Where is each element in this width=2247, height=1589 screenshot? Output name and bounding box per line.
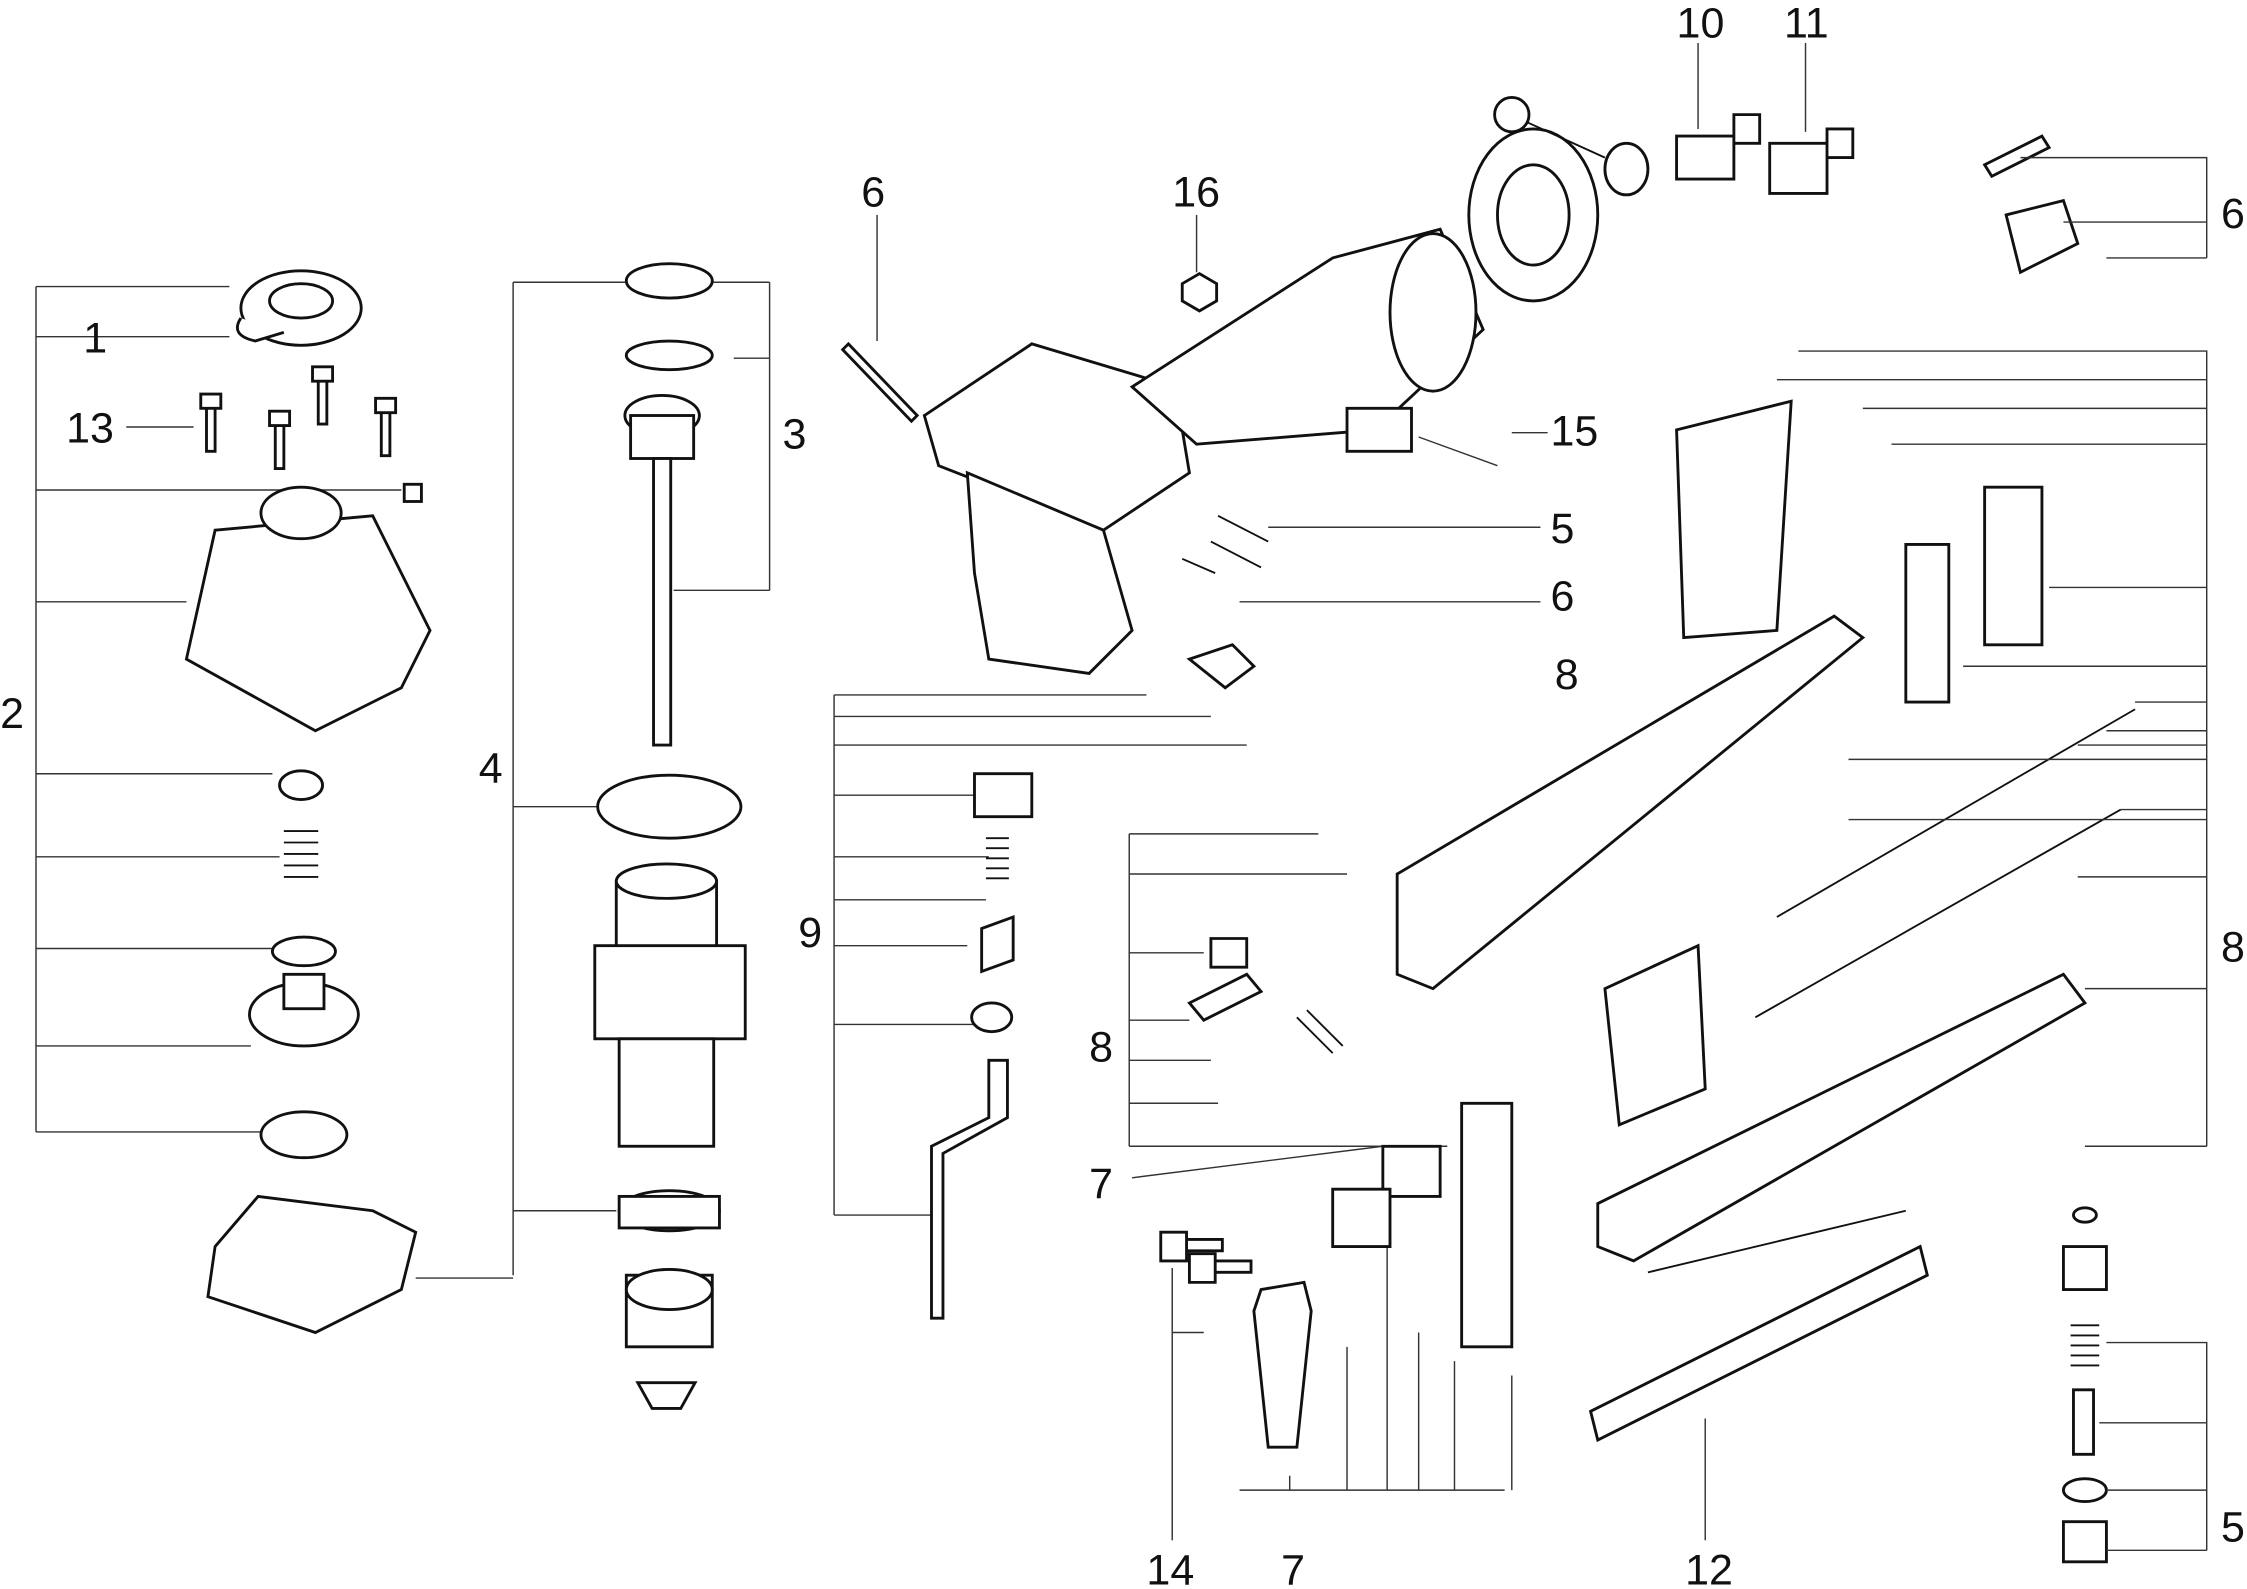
callout-12: 12	[1685, 1547, 1733, 1589]
callout-14: 14	[1146, 1547, 1194, 1589]
callout-5: 5	[1550, 505, 1574, 553]
callout-1: 1	[83, 314, 107, 362]
part-16-nut	[1180, 214, 1219, 313]
group-2-bracket	[35, 285, 402, 1133]
callout-5: 5	[2221, 1504, 2245, 1552]
callout-7: 7	[1089, 1160, 1113, 1208]
group-6-top-right	[1982, 134, 2208, 275]
part-14-screws	[1159, 1230, 1253, 1541]
group-4-bracket	[512, 281, 631, 1276]
callout-9: 9	[798, 909, 822, 957]
part-13-screws	[126, 365, 398, 470]
callout-8: 8	[1089, 1024, 1113, 1072]
callout-6: 6	[861, 168, 885, 216]
callout-8: 8	[1555, 651, 1579, 699]
group-8-mid	[1128, 833, 1448, 1147]
part-5-6-pins	[1181, 514, 1541, 603]
part-piston-driver	[623, 262, 714, 747]
group-3-bracket	[673, 281, 771, 592]
part-6-pin	[840, 214, 920, 424]
part-1-cap	[236, 269, 363, 347]
callout-4: 4	[479, 744, 503, 792]
part-exhaust-parts	[1467, 95, 1650, 303]
part-magazine	[1395, 350, 2208, 1443]
callout-16: 16	[1172, 168, 1220, 216]
part-gasket	[206, 1194, 514, 1335]
callout-3: 3	[782, 410, 806, 458]
group-9	[833, 643, 1257, 1320]
part-valve-stack	[248, 769, 360, 1160]
callout-11: 11	[1784, 0, 1829, 47]
callout-15: 15	[1550, 408, 1598, 456]
callout-10: 10	[1677, 0, 1725, 47]
part-cylinder-cap	[184, 482, 432, 733]
group-5-bottom-right	[2061, 1206, 2208, 1564]
callout-6: 6	[2221, 190, 2245, 238]
part-cylinder	[593, 773, 747, 1410]
callout-2: 2	[0, 690, 24, 738]
part-housing	[922, 227, 1548, 675]
part-10-11-fittings	[1675, 42, 1855, 195]
callout-13: 13	[66, 405, 114, 453]
callout-8: 8	[2221, 923, 2245, 971]
group-7	[1132, 1101, 1514, 1491]
callout-7: 7	[1281, 1547, 1305, 1589]
callout-6: 6	[1550, 572, 1574, 620]
